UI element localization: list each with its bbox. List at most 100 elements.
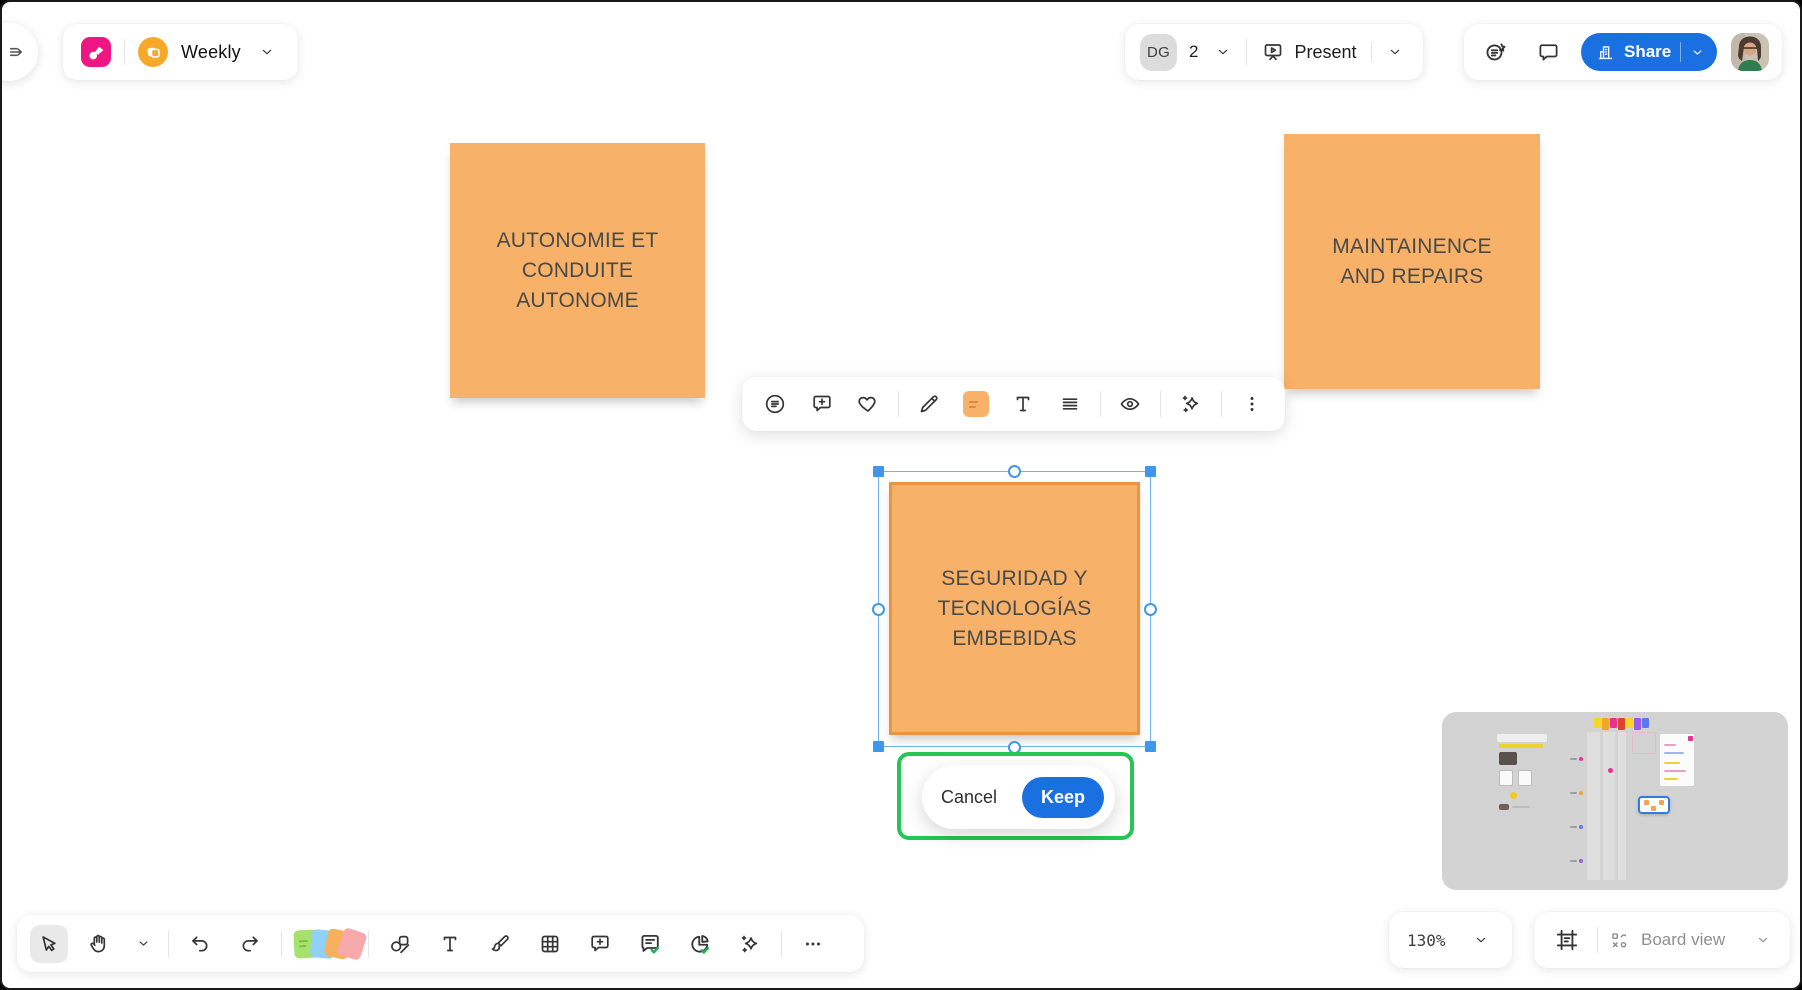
sticky-note[interactable]: MAINTAINENCE AND REPAIRS — [1284, 134, 1540, 389]
sticky-note-selected[interactable]: SEGURIDAD Y TECNOLOGÍAS EMBEBIDAS — [889, 482, 1140, 735]
minimap-block — [1497, 734, 1547, 742]
present-options-chevron-icon[interactable] — [1382, 33, 1408, 71]
tag-icon[interactable] — [758, 387, 792, 421]
comment-tool-icon[interactable] — [581, 925, 619, 963]
resize-handle-s[interactable] — [1008, 741, 1021, 754]
view-chevron-icon[interactable] — [1750, 921, 1776, 959]
zoom-chevron-icon[interactable] — [1468, 921, 1494, 959]
reaction-heart-icon[interactable] — [852, 387, 886, 421]
brand-logo-icon[interactable] — [81, 37, 111, 67]
share-building-icon — [1598, 45, 1613, 59]
resize-handle-sw[interactable] — [873, 741, 884, 752]
divider — [1221, 391, 1223, 417]
minimap-marker — [1688, 736, 1693, 741]
minimap-marker — [1664, 770, 1686, 772]
keep-button[interactable]: Keep — [1022, 776, 1104, 818]
divider — [898, 391, 900, 417]
collaborators-chevron-icon[interactable] — [1210, 33, 1236, 71]
ai-assist-tool-icon[interactable] — [731, 925, 769, 963]
divider — [1680, 42, 1682, 62]
text-icon[interactable] — [431, 925, 469, 963]
minimap-marker — [1579, 757, 1583, 761]
minimap-column — [1618, 732, 1626, 880]
minimap-marker — [1579, 825, 1583, 829]
minimap-frame — [1632, 732, 1656, 754]
comments-icon[interactable] — [1529, 33, 1567, 71]
sticky-note-text: AUTONOMIE ET CONDUITE AUTONOME — [496, 228, 659, 312]
collaborator-count: 2 — [1189, 42, 1199, 61]
board-name[interactable]: Weekly — [181, 41, 241, 62]
creation-toolbar — [17, 915, 864, 972]
brush-icon[interactable] — [481, 925, 519, 963]
board-view-label[interactable]: Board view — [1641, 930, 1726, 949]
sticky-note[interactable]: AUTONOMIE ET CONDUITE AUTONOME — [450, 143, 705, 398]
present-button[interactable]: Present — [1257, 33, 1360, 71]
sticky-note-text: MAINTAINENCE AND REPAIRS — [1332, 234, 1492, 288]
minimap-marker — [1664, 778, 1678, 780]
minimap-marker — [1664, 752, 1684, 754]
divider — [168, 930, 169, 957]
board-icon — [138, 37, 168, 67]
more-tools-icon[interactable] — [794, 925, 832, 963]
minimap-marker — [1664, 762, 1680, 764]
resize-handle-ne[interactable] — [1145, 466, 1156, 477]
hand-icon[interactable] — [80, 925, 118, 963]
charts-icon[interactable] — [681, 925, 719, 963]
ai-assist-icon[interactable] — [1174, 387, 1208, 421]
minimap-marker — [1570, 860, 1577, 862]
minimap-marker — [1664, 744, 1676, 746]
tool-expand-chevron-icon[interactable] — [130, 925, 156, 963]
minimap-viewport[interactable] — [1638, 796, 1670, 814]
divider — [1099, 391, 1101, 417]
divider — [781, 930, 782, 957]
confirm-popup: Cancel Keep — [922, 765, 1115, 829]
board-menu-chevron-icon[interactable] — [254, 33, 280, 71]
color-swatch-icon[interactable] — [959, 387, 993, 421]
resize-handle-n[interactable] — [1008, 465, 1021, 478]
minimap-marker — [1608, 768, 1613, 773]
minimap-block — [1510, 792, 1517, 799]
minimap[interactable] — [1442, 712, 1788, 890]
resize-handle-se[interactable] — [1145, 741, 1156, 752]
cancel-button[interactable]: Cancel — [941, 786, 998, 807]
text-align-icon[interactable] — [1053, 387, 1087, 421]
minimap-marker — [1570, 792, 1577, 794]
minimap-marker — [1579, 791, 1583, 795]
zoom-control: 130% — [1389, 912, 1512, 968]
share-label: Share — [1624, 42, 1672, 61]
resize-handle-w[interactable] — [872, 603, 885, 616]
zoom-level[interactable]: 130% — [1407, 930, 1446, 950]
sticky-color-swatch — [963, 391, 990, 417]
divider — [368, 930, 369, 957]
frames-icon[interactable] — [1548, 921, 1586, 959]
reactions-icon[interactable] — [1477, 33, 1515, 71]
divider — [124, 39, 125, 65]
sidebar-expand-button[interactable] — [2, 23, 38, 81]
shapes-icon[interactable] — [381, 925, 419, 963]
minimap-marker — [1570, 758, 1577, 760]
board-info-card: Weekly — [63, 24, 298, 80]
visibility-icon[interactable] — [1114, 387, 1148, 421]
share-button[interactable]: Share — [1581, 33, 1718, 71]
user-avatar[interactable] — [1731, 33, 1770, 71]
minimap-block — [1499, 770, 1513, 786]
add-comment-icon[interactable] — [805, 387, 839, 421]
collaborator-avatar-badge[interactable]: DG — [1140, 33, 1177, 71]
redo-icon[interactable] — [231, 925, 269, 963]
more-icon[interactable] — [1235, 387, 1269, 421]
divider — [281, 930, 282, 957]
edit-pen-icon[interactable] — [912, 387, 946, 421]
resize-handle-nw[interactable] — [873, 466, 884, 477]
share-options-chevron-icon — [1693, 49, 1702, 55]
resize-handle-e[interactable] — [1144, 603, 1157, 616]
text-style-icon[interactable] — [1006, 387, 1040, 421]
select-cursor-icon[interactable] — [30, 924, 68, 963]
templates-icon[interactable] — [631, 925, 669, 963]
minimap-block — [1499, 804, 1509, 810]
sticky-note-tool-icon[interactable] — [293, 924, 368, 964]
undo-icon[interactable] — [181, 925, 219, 963]
divider — [1370, 42, 1372, 62]
divider — [1597, 927, 1598, 953]
table-icon[interactable] — [531, 925, 569, 963]
